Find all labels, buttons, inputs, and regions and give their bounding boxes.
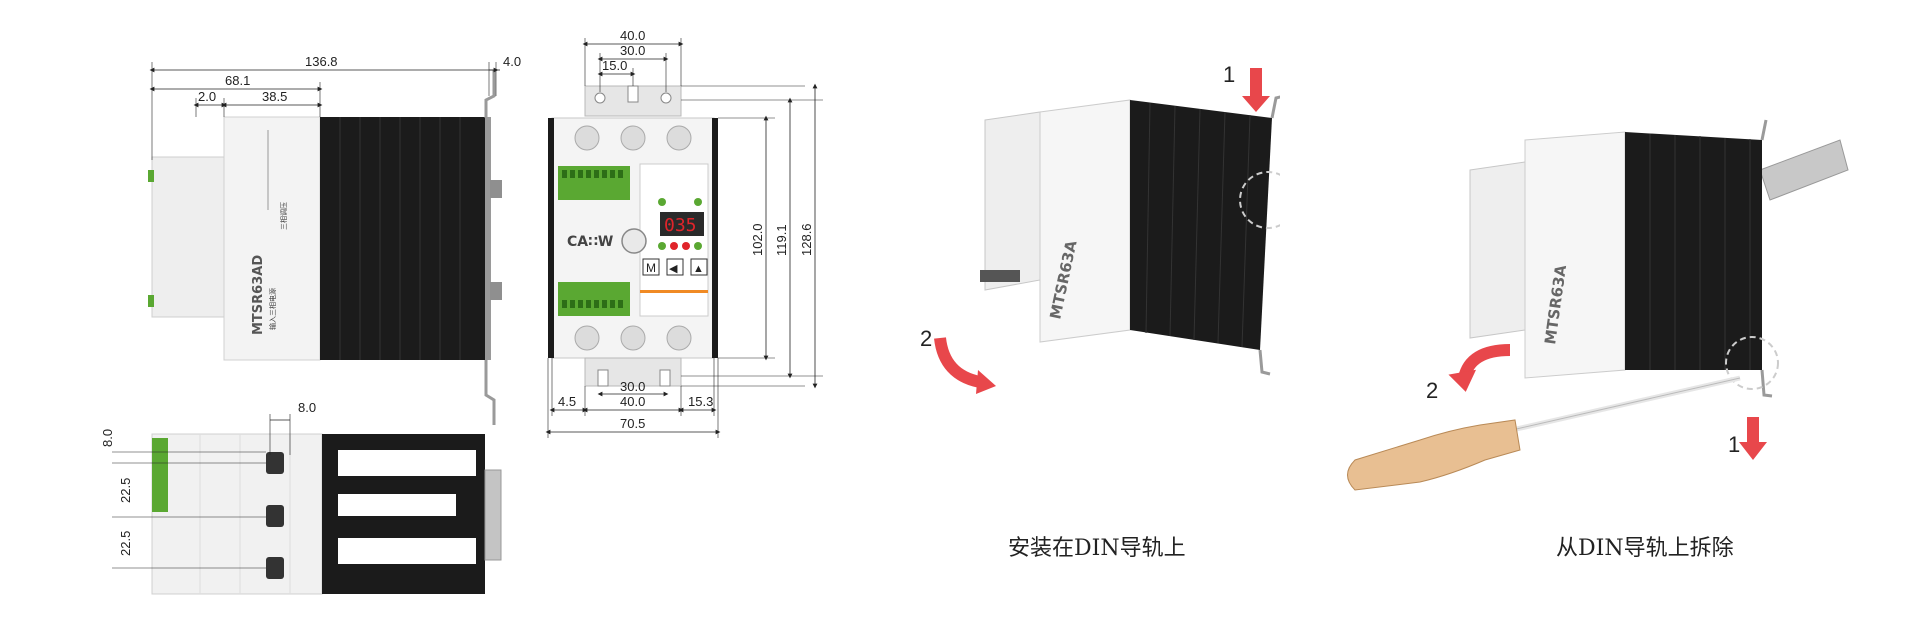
install-step-2: 2 — [920, 326, 932, 351]
button-left: ◀ — [669, 263, 678, 275]
dim-bottom-30: 30.0 — [620, 379, 645, 394]
dim-pin-8-h: 8.0 — [298, 400, 316, 415]
svg-text:三相调压: 三相调压 — [279, 202, 288, 230]
remove-step-1: 1 — [1728, 432, 1740, 457]
dim-top-15: 15.0 — [602, 58, 627, 73]
dim-bottom-40: 40.0 — [620, 394, 645, 409]
dim-pitch-1: 22.5 — [118, 478, 133, 503]
dim-bottom-153: 15.3 — [688, 394, 713, 409]
install-illustration: MTSR63A 1 2 — [920, 62, 1280, 394]
bottom-view: 8.0 8.0 22.5 22.5 — [100, 400, 502, 595]
button-up: ▲ — [693, 263, 704, 275]
dim-top-40: 40.0 — [620, 28, 645, 43]
screwdriver-handle — [1347, 419, 1521, 491]
dim-h-128: 128.6 — [799, 223, 814, 256]
display-value: 035 — [664, 215, 697, 236]
remove-step-2: 2 — [1426, 378, 1438, 403]
brand-logo: CA∷W — [567, 234, 613, 250]
dim-h-102: 102.0 — [750, 223, 765, 256]
dim-bottom-45: 4.5 — [558, 394, 576, 409]
install-step-1: 1 — [1223, 62, 1235, 87]
dim-top-30: 30.0 — [620, 43, 645, 58]
remove-caption: 从DIN导轨上拆除 — [1556, 536, 1734, 561]
dim-pitch-2: 22.5 — [118, 531, 133, 556]
dim-pin-8-v: 8.0 — [100, 429, 115, 447]
dim-bottom-705: 70.5 — [620, 416, 645, 431]
side-view: MTSR63AD 输入三相电源 三相调压 136.8 68.1 2.0 38.5… — [148, 54, 521, 425]
dimension-drawing: MTSR63AD 输入三相电源 三相调压 136.8 68.1 2.0 38.5… — [100, 28, 823, 595]
dim-clip-width: 4.0 — [503, 54, 521, 69]
dim-overall-width: 136.8 — [305, 54, 338, 69]
dim-offset-mid: 38.5 — [262, 89, 287, 104]
remove-illustration: MTSR63A 1 2 — [1347, 119, 1849, 491]
front-view: 035 M ◀ ▲ CA∷W 40.0 30.0 15.0 — [545, 28, 823, 438]
side-model-label: MTSR63AD — [251, 255, 266, 335]
dim-h-119: 119.1 — [774, 224, 789, 256]
install-caption: 安装在DIN导轨上 — [1008, 536, 1186, 561]
svg-text:输入三相电源: 输入三相电源 — [268, 288, 277, 330]
button-menu: M — [646, 261, 656, 275]
dim-offset-left: 2.0 — [198, 89, 216, 104]
dim-half-width: 68.1 — [225, 73, 250, 88]
